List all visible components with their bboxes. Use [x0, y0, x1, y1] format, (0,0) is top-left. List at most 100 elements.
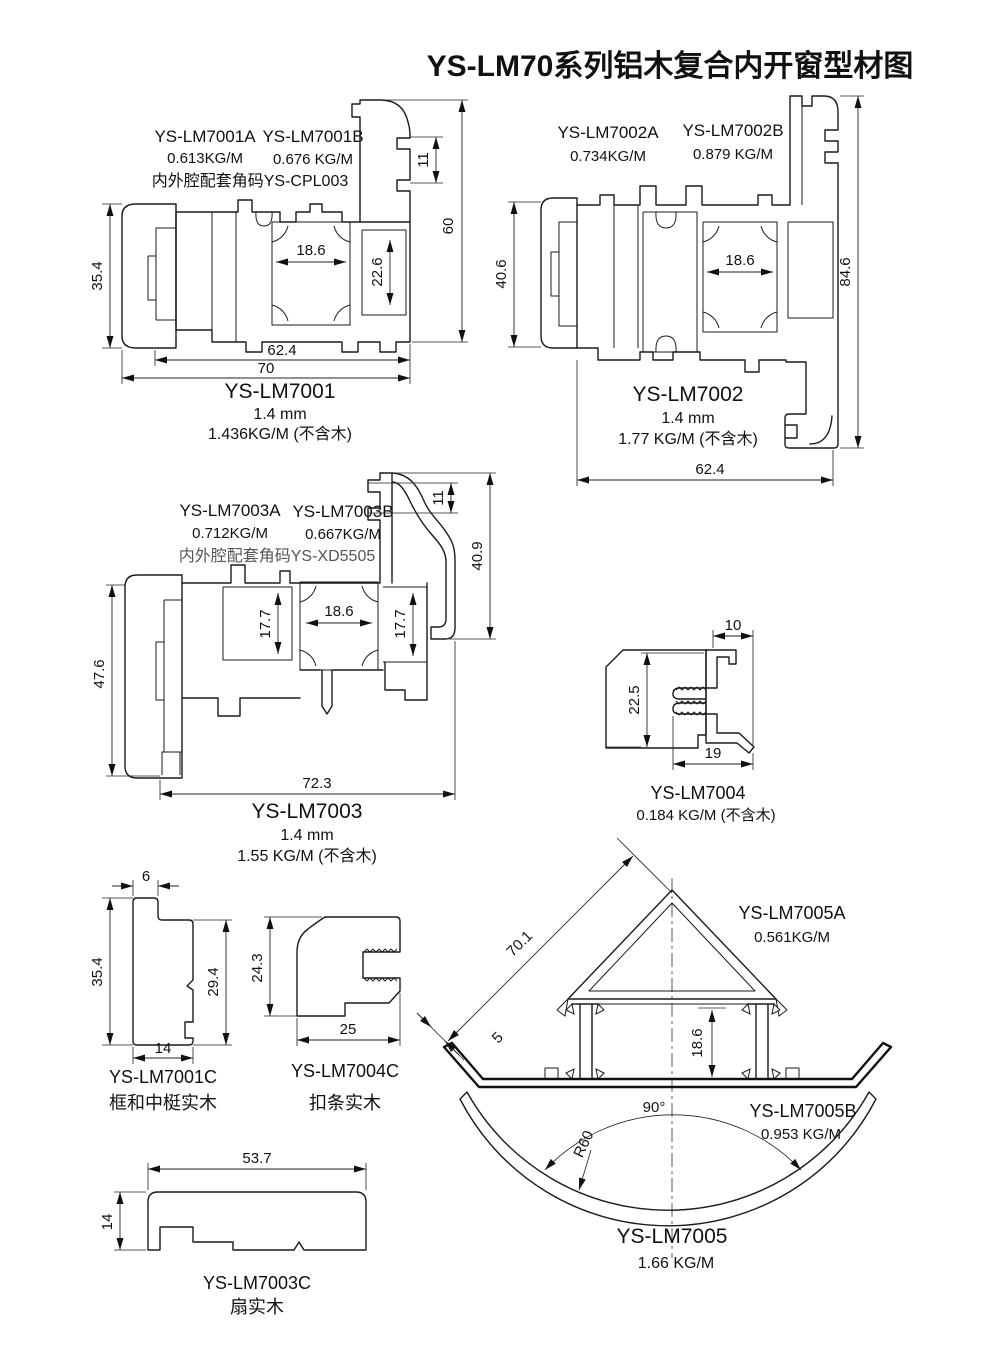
profile-weight: 1.77 KG/M (不含木)	[618, 430, 758, 448]
part-label: YS-LM7003A	[179, 501, 281, 520]
profile-name: YS-LM7004	[650, 783, 745, 803]
profile-name: YS-LM7003	[252, 800, 363, 823]
dim-offset: 5	[489, 1029, 507, 1047]
profile-weight: 1.436KG/M (不含木)	[208, 425, 352, 443]
part-label: YS-LM7005B	[749, 1101, 856, 1121]
profile-name: YS-LM7002	[633, 383, 744, 406]
part-weight: 0.667KG/M	[305, 526, 381, 543]
section-lm7004c: 24.3 25 YS-LM7004C 扣条实木	[249, 916, 401, 1113]
dim-top-width: 6	[142, 868, 150, 885]
part-weight: 0.953 KG/M	[761, 1126, 841, 1143]
dim-height-left: 35.4	[89, 957, 106, 986]
part-weight: 0.676 KG/M	[273, 151, 353, 168]
dim-arrow-offset-b	[444, 1040, 460, 1056]
part-label: YS-LM7005A	[738, 903, 845, 923]
post-hooks	[565, 1002, 781, 1081]
extension-lines	[264, 916, 401, 1046]
part-weight: 0.561KG/M	[754, 929, 830, 946]
profile-name: YS-LM7005	[617, 1225, 728, 1248]
dim-glass-gap: 11	[415, 152, 432, 168]
wood-block-outline	[540, 197, 578, 349]
wood-block-detail	[147, 227, 176, 321]
dim-cavity-width: 18.6	[725, 252, 754, 269]
part-weight: 0.879 KG/M	[693, 146, 773, 163]
dim-height-right: 29.4	[205, 967, 222, 996]
dim-top-width: 10	[725, 617, 742, 634]
part-label: YS-LM7003B	[292, 502, 393, 521]
dim-cavity-height: 22.6	[369, 257, 386, 286]
wood-block-detail	[550, 221, 577, 327]
dim-glass-gap: 11	[430, 490, 447, 506]
profile-name: YS-LM7004C	[291, 1061, 399, 1081]
dim-height-left: 47.6	[91, 659, 108, 688]
profile-name: YS-LM7001C	[109, 1067, 217, 1087]
base-plate	[442, 1041, 893, 1089]
profile-thickness: 1.4 mm	[280, 827, 333, 844]
dim-height-total: 84.6	[837, 257, 854, 286]
profile-material: 扇实木	[230, 1297, 284, 1317]
section-lm7001c: 6 35.4 29.4 14 YS-LM7001C 框和中梃实木	[89, 868, 232, 1113]
clip-outline	[672, 649, 755, 754]
wood-profile-outline	[147, 1191, 367, 1251]
page-title: YS-LM70系列铝木复合内开窗型材图	[427, 49, 914, 83]
plate-clips	[544, 1067, 800, 1079]
dim-height-left: 40.6	[493, 259, 510, 288]
profile-material: 框和中梃实木	[109, 1093, 217, 1113]
dim-height: 24.3	[249, 953, 266, 982]
profile-outline	[576, 95, 839, 449]
dim-height-total: 60	[440, 218, 457, 235]
wood-block-outline	[121, 203, 177, 349]
wood-block-outline	[124, 574, 183, 779]
dim-width-total: 62.4	[695, 461, 724, 478]
part-weight: 0.613KG/M	[167, 150, 243, 167]
profile-chambers	[613, 106, 834, 353]
extension-lines	[416, 837, 726, 1061]
profile-name: YS-LM7001	[225, 380, 336, 403]
profile-material: 扣条实木	[309, 1093, 381, 1113]
section-lm7003c: 53.7 14 YS-LM7003C 扇实木	[99, 1150, 367, 1317]
part-label: YS-LM7001A	[154, 127, 256, 146]
dim-diagonal: 70.1	[503, 927, 536, 960]
dim-cavity: 18.6	[689, 1028, 706, 1057]
part-weight: 0.734KG/M	[570, 148, 646, 165]
post-left	[571, 1003, 599, 1080]
angle-arc	[544, 1114, 802, 1171]
dim-width: 53.7	[242, 1150, 271, 1167]
profile-name: YS-LM7003C	[203, 1273, 311, 1293]
dim-width-inner: 62.4	[267, 342, 296, 359]
profile-thickness: 1.4 mm	[253, 406, 306, 423]
section-lm7003: YS-LM7003A 0.712KG/M YS-LM7003B 0.667KG/…	[91, 472, 496, 865]
dim-cavity-width: 18.6	[296, 242, 325, 259]
profile-chambers	[211, 211, 407, 342]
dim-width-total: 72.3	[302, 775, 331, 792]
corner-code-note: 内外腔配套角码YS-XD5505	[179, 547, 376, 565]
section-lm7005: 90° R60 70.1 5 18.6 YS-LM7005A 0.561KG/M…	[416, 837, 893, 1272]
dim-height-left: 35.4	[89, 261, 106, 290]
section-lm7004: 10 22.5 19 YS-LM7004 0.184 KG/M (不含木)	[605, 617, 776, 824]
extension-lines	[106, 472, 496, 800]
corner-code-note: 内外腔配套角码YS-CPL003	[152, 172, 349, 190]
dim-bottom-width: 19	[705, 745, 722, 762]
dim-cavity-width: 18.6	[324, 603, 353, 620]
wood-profile-outline	[296, 916, 401, 1017]
part-label: YS-LM7002A	[557, 123, 659, 142]
dim-width: 25	[340, 1021, 357, 1038]
dim-cavity-right: 17.7	[392, 609, 409, 638]
profile-weight: 1.66 KG/M	[638, 1255, 714, 1272]
extension-lines	[508, 95, 864, 486]
part-weight: 0.712KG/M	[192, 525, 268, 542]
dim-height: 14	[99, 1214, 116, 1231]
part-label: YS-LM7002B	[682, 121, 783, 140]
wood-block-detail	[155, 599, 182, 775]
section-lm7001: YS-LM7001A 0.613KG/M YS-LM7001B 0.676 KG…	[89, 99, 468, 443]
dim-bottom-width: 14	[155, 1040, 172, 1057]
part-label: YS-LM7001B	[262, 127, 363, 146]
dim-angle: 90°	[643, 1099, 666, 1116]
serration-detail	[675, 686, 707, 716]
section-lm7002: YS-LM7002A 0.734KG/M YS-LM7002B 0.879 KG…	[493, 95, 864, 486]
dim-cavity-left: 17.7	[257, 609, 274, 638]
serration-detail	[363, 948, 398, 982]
dim-arrow-offset-a	[416, 1012, 432, 1028]
radius-leader	[578, 1149, 592, 1191]
